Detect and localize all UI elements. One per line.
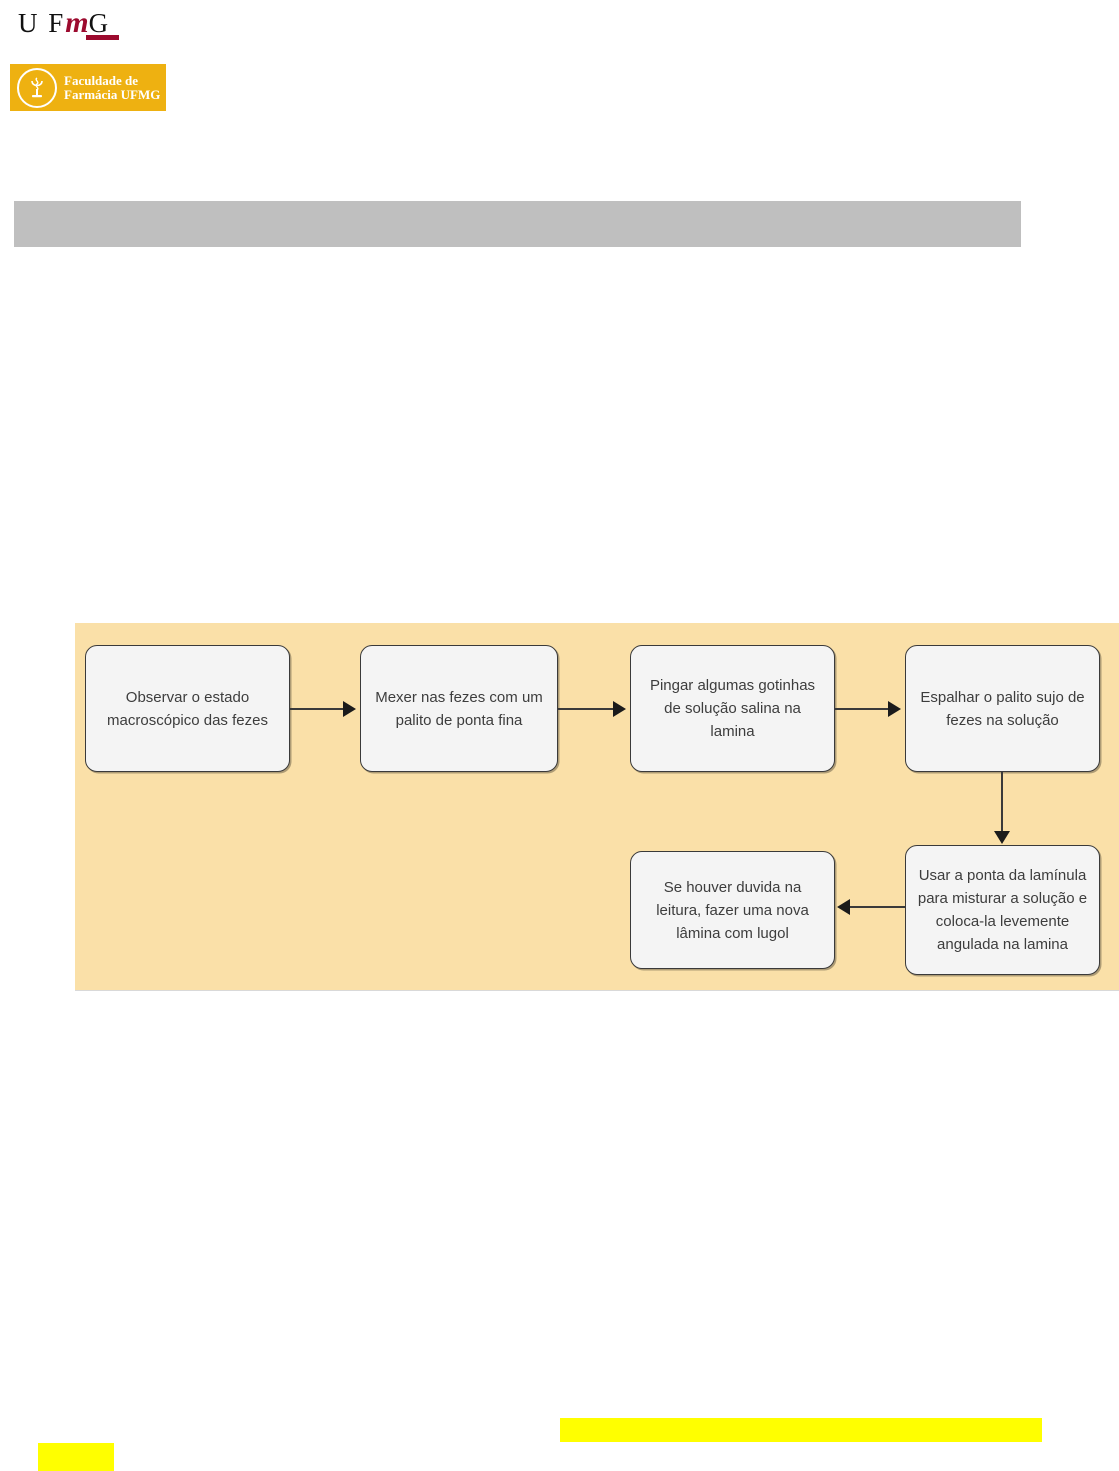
ufmg-accent-letter: m: [65, 6, 89, 39]
connector-line-node4-node5: [1001, 772, 1003, 834]
badge-line-1: Faculdade de: [64, 72, 139, 88]
flow-node-mexer-fezes-palito[interactable]: Mexer nas fezes com um palito de ponta f…: [360, 645, 558, 772]
flow-node-label: Espalhar o palito sujo de fezes na soluç…: [920, 688, 1085, 729]
ufmg-letters-before: U F: [18, 8, 66, 38]
faculdade-farmacia-label: Faculdade de Farmácia UFMG: [64, 72, 161, 102]
arrow-right-icon: [613, 701, 626, 717]
arrow-right-icon: [343, 701, 356, 717]
faculdade-farmacia-badge: Faculdade de Farmácia UFMG: [10, 64, 166, 111]
ufmg-logo: U FmG: [18, 8, 148, 52]
connector-line-node3-node4: [835, 708, 892, 710]
flow-node-label: Usar a ponta da lamínula para misturar a…: [917, 867, 1088, 953]
flowchart-panel: Observar o estado macroscópico das fezes…: [75, 623, 1119, 991]
flow-node-pingar-solucao-salina[interactable]: Pingar algumas gotinhas de solução salin…: [630, 645, 835, 772]
badge-line-2: Farmácia UFMG: [64, 86, 161, 102]
flow-node-label: Observar o estado macroscópico das fezes: [107, 688, 268, 729]
flow-node-observar-estado-macroscopico[interactable]: Observar o estado macroscópico das fezes: [85, 645, 290, 772]
arrow-right-icon: [888, 701, 901, 717]
ufmg-wordmark: U FmG: [18, 8, 148, 38]
connector-line-node1-node2: [290, 708, 347, 710]
pharmacy-bowl-of-hygieia-icon: [17, 67, 57, 108]
connector-line-node5-node6: [850, 906, 906, 908]
flow-node-label: Mexer nas fezes com um palito de ponta f…: [375, 688, 543, 729]
arrow-down-icon: [994, 831, 1010, 844]
ufmg-letters-after: G: [88, 8, 111, 38]
connector-line-node2-node3: [558, 708, 616, 710]
ufmg-underline-bar: [86, 35, 119, 40]
flow-node-espalhar-palito-solucao[interactable]: Espalhar o palito sujo de fezes na soluç…: [905, 645, 1100, 772]
flow-node-usar-ponta-laminula[interactable]: Usar a ponta da lamínula para misturar a…: [905, 845, 1100, 975]
flow-node-label: Pingar algumas gotinhas de solução salin…: [649, 677, 816, 740]
yellow-highlight-block-small: [38, 1443, 114, 1471]
gray-placeholder-bar: [14, 201, 1021, 247]
arrow-left-icon: [837, 899, 850, 915]
yellow-highlight-block-main: [560, 1418, 1042, 1442]
flow-node-label: Se houver duvida na leitura, fazer uma n…: [656, 878, 809, 942]
flow-node-nova-lamina-lugol[interactable]: Se houver duvida na leitura, fazer uma n…: [630, 851, 835, 969]
